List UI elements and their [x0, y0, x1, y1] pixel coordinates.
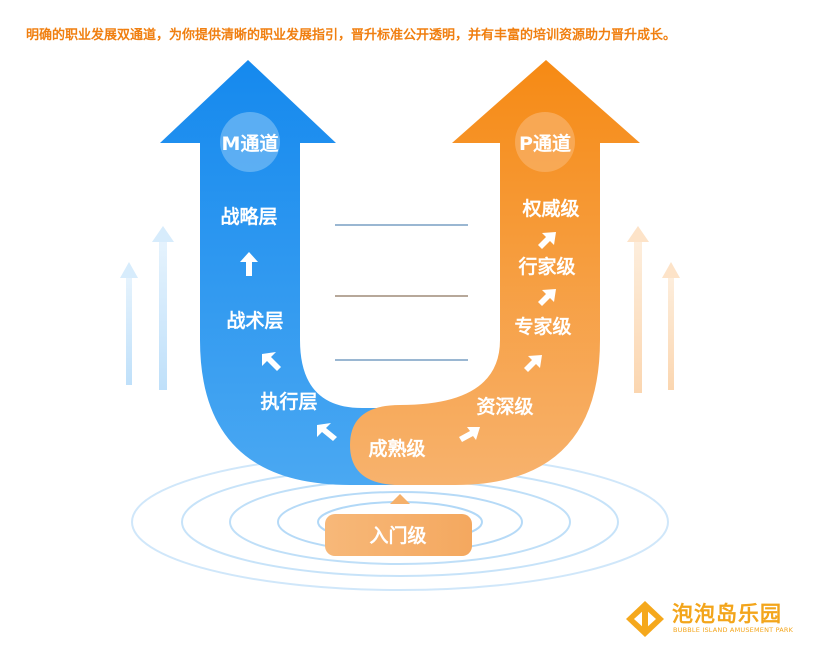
p-track-title: P通道	[519, 132, 571, 155]
entry-level-pill	[325, 514, 472, 556]
m-level-strategy: 战略层	[220, 205, 277, 228]
bubble-island-logo-icon	[626, 601, 664, 637]
m-level-execution: 执行层	[260, 390, 317, 413]
up-right-arrow-icon	[538, 289, 556, 306]
p-level-authority: 权威级	[521, 197, 579, 220]
headline-text: 明确的职业发展双通道，为你提供清晰的职业发展指引，晋升标准公开透明，并有丰富的培…	[26, 28, 677, 43]
up-right-arrow-icon	[538, 232, 556, 249]
m-track-arrow	[160, 60, 395, 485]
deco-arrows-left	[120, 226, 174, 390]
connector-lines	[335, 224, 468, 361]
p-step-arrows	[459, 232, 556, 442]
p-level-expert: 专家级	[514, 315, 571, 338]
up-left-arrow-icon	[262, 352, 281, 371]
brand-logo: 泡泡岛乐园 BUBBLE ISLAND AMUSEMENT PARK	[624, 598, 804, 640]
up-right-arrow-icon	[459, 427, 480, 442]
up-arrow-icon	[240, 252, 258, 276]
p-level-senior: 资深级	[476, 395, 533, 418]
m-level-tactics: 战术层	[226, 310, 283, 332]
up-right-arrow-icon	[524, 355, 542, 372]
m-track-title-circle	[220, 112, 280, 172]
p-track-arrow	[350, 60, 640, 485]
deco-arrows-right	[627, 226, 680, 393]
up-left-arrow-icon	[317, 423, 337, 441]
m-track-title: M通道	[222, 132, 279, 155]
p-level-master: 行家级	[517, 255, 575, 278]
logo-subtitle: BUBBLE ISLAND AMUSEMENT PARK	[673, 626, 794, 634]
shared-level-mature: 成熟级	[368, 437, 425, 460]
m-step-arrows	[240, 252, 337, 441]
entry-up-arrow	[390, 494, 410, 504]
entry-level-label: 入门级	[369, 524, 426, 547]
p-track-title-circle	[515, 112, 575, 172]
logo-name: 泡泡岛乐园	[672, 602, 782, 626]
